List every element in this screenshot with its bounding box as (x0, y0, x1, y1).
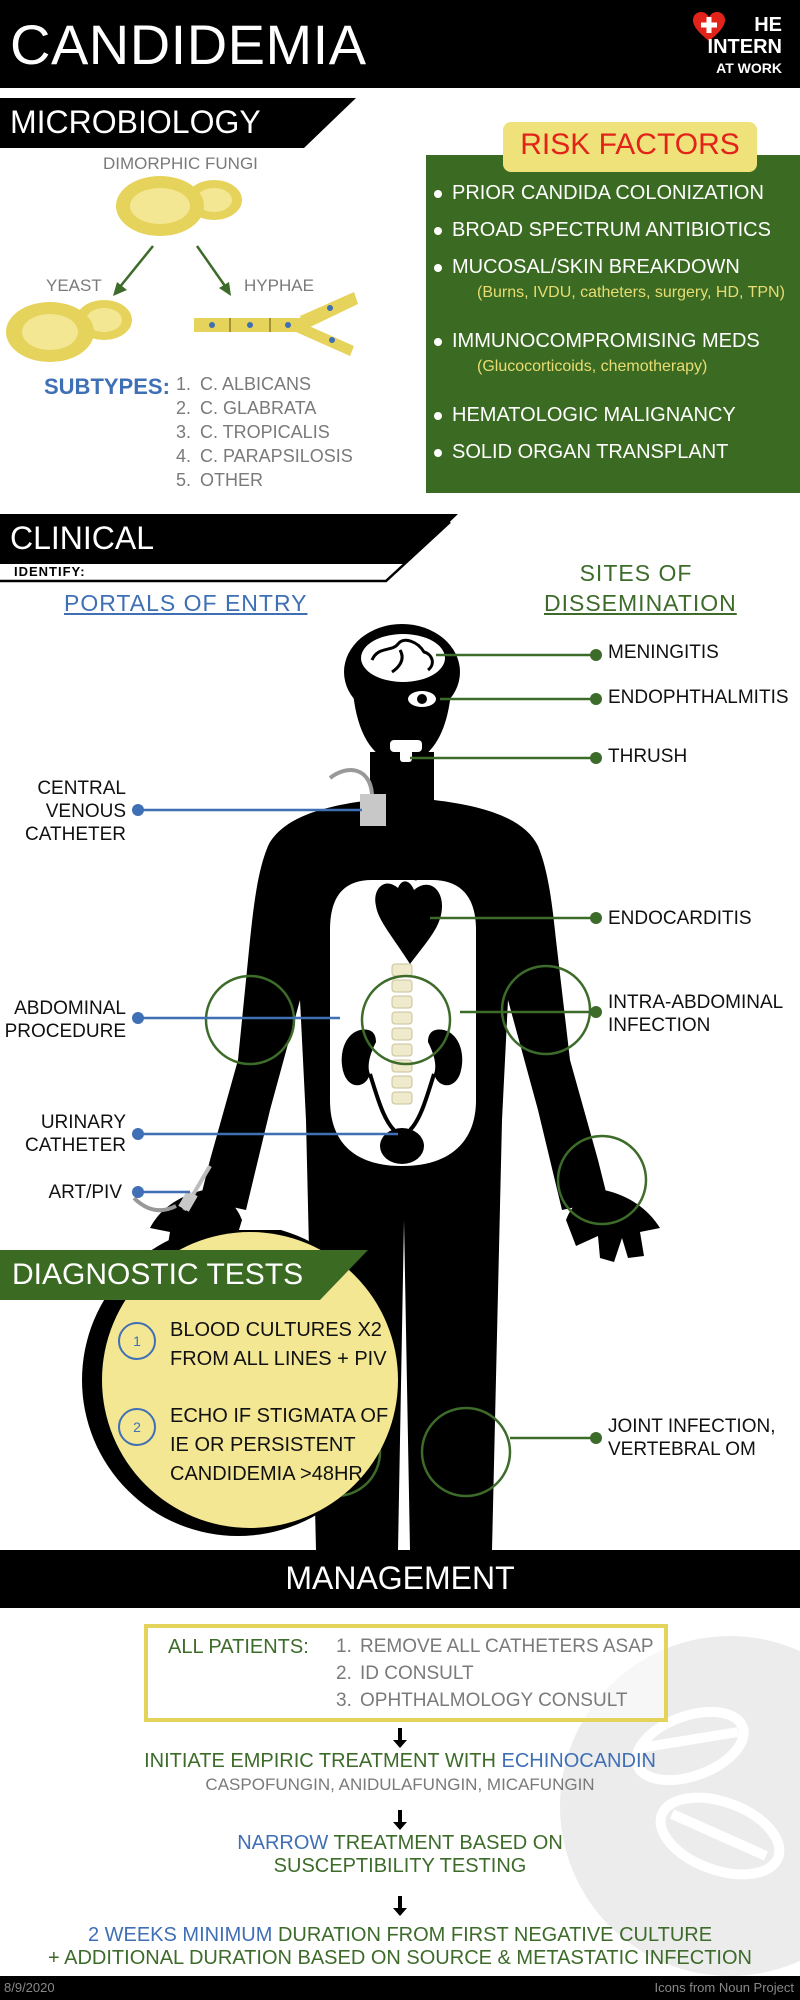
empiric-treatment-line: INITIATE EMPIRIC TREATMENT WITH ECHINOCA… (0, 1750, 800, 1773)
flow-arrow-icon (393, 1728, 407, 1748)
header-bar (0, 0, 800, 88)
subtype-num-5: 5. (176, 470, 192, 490)
site-joint-line-2: VERTEBRAL OM (608, 1439, 756, 1460)
empiric-prefix: INITIATE EMPIRIC TREATMENT WITH (144, 1750, 496, 1772)
subtype-item: C. GLABRATA (200, 398, 317, 418)
risk-factor-item: BROAD SPECTRUM ANTIBIOTICS (434, 219, 771, 241)
site-intra-abdominal-line-2: INFECTION (608, 1015, 711, 1036)
dimorphic-fungi-label: DIMORPHIC FUNGI (103, 154, 258, 173)
logo: HE INTERN AT WORK (688, 10, 788, 78)
portal-abdominal-line-1: ABDOMINAL (14, 998, 126, 1019)
sites-title-line-1: SITES OF (579, 560, 693, 586)
risk-factor-detail: (Glucocorticoids, chemotherapy) (477, 358, 708, 375)
site-joint-line-1: JOINT INFECTION, (608, 1416, 776, 1437)
site-intra-abdominal-line-1: INTRA-ABDOMINAL (608, 992, 784, 1013)
portals-of-entry-title: PORTALS OF ENTRY (64, 590, 308, 616)
narrow-rest: TREATMENT BASED ON (333, 1832, 563, 1854)
hyphae-icon (194, 292, 358, 356)
footer-date: 8/9/2020 (4, 1980, 55, 1995)
portal-urinary-line-2: CATHETER (25, 1135, 126, 1156)
all-patients-item: REMOVE ALL CATHETERS ASAP (360, 1636, 654, 1657)
clinical-title: CLINICAL (10, 520, 155, 556)
subtype-item: C. TROPICALIS (200, 422, 330, 442)
all-patients-num-2: 2. (336, 1663, 352, 1684)
all-patients-item: OPHTHALMOLOGY CONSULT (360, 1690, 628, 1711)
hyphae-label: HYPHAE (244, 276, 314, 295)
subtype-num-2: 2. (176, 398, 192, 418)
diagnostic-test-1-line-1: BLOOD CULTURES X2 (170, 1319, 382, 1341)
diagnostic-title: DIAGNOSTIC TESTS (12, 1258, 304, 1291)
site-endocarditis: ENDOCARDITIS (608, 908, 752, 929)
diagnostic-circle (82, 1230, 398, 1536)
logo-line-3: AT WORK (716, 60, 782, 76)
all-patients-item: ID CONSULT (360, 1663, 474, 1684)
microbiology-banner (0, 98, 356, 148)
site-endophthalmitis: ENDOPHTHALMITIS (608, 687, 789, 708)
duration-minimum: 2 WEEKS MINIMUM (87, 1924, 273, 1946)
portal-cvc-line-1: CENTRAL (37, 778, 126, 799)
diagnostic-test-1-line-2: FROM ALL LINES + PIV (170, 1348, 387, 1370)
risk-factors-pill (503, 122, 757, 172)
footer-bar (0, 1976, 800, 2000)
page-title: CANDIDEMIA (10, 13, 367, 76)
flow-arrow-icon (393, 1810, 407, 1830)
narrow-line-2: SUSCEPTIBILITY TESTING (273, 1855, 527, 1877)
subtype-item: OTHER (200, 470, 263, 490)
subtype-item: C. ALBICANS (200, 374, 312, 394)
duration-line: 2 WEEKS MINIMUM DURATION FROM FIRST NEGA… (0, 1924, 800, 1947)
risk-factor-item: HEMATOLOGIC MALIGNANCY (434, 404, 736, 426)
site-thrush: THRUSH (608, 746, 688, 767)
diagnostic-test-2-line-1: ECHO IF STIGMATA OF (170, 1405, 389, 1427)
diagnostic-banner (0, 1250, 368, 1300)
site-meningitis: MENINGITIS (608, 642, 719, 663)
narrow-treatment-line: NARROW TREATMENT BASED ON (0, 1832, 800, 1855)
all-patients-num-1: 1. (336, 1636, 352, 1657)
clinical-banner (0, 514, 458, 583)
all-patients-num-3: 3. (336, 1690, 352, 1711)
sites-title-line-2: DISSEMINATION (544, 590, 737, 616)
management-title: MANAGEMENT (285, 1560, 515, 1596)
logo-line-2: INTERN (707, 36, 782, 58)
dimorphic-fungi-icon (116, 176, 242, 236)
microbiology-title: MICROBIOLOGY (10, 104, 261, 140)
diagnostic-number-2: 2 (118, 1408, 156, 1446)
diagnostic-test-2-line-3: CANDIDEMIA >48HR (170, 1463, 363, 1485)
empiric-drug: ECHINOCANDIN (501, 1750, 656, 1772)
subtype-num-3: 3. (176, 422, 192, 442)
duration-line-2: + ADDITIONAL DURATION BASED ON SOURCE & … (48, 1947, 752, 1969)
risk-factor-item: SOLID ORGAN TRANSPLANT (433, 441, 729, 463)
risk-factor-detail: (Burns, IVDU, catheters, surgery, HD, TP… (477, 284, 785, 301)
risk-factor-item: MUCOSAL/SKIN BREAKDOWN (434, 256, 740, 278)
portal-urinary-line-1: URINARY (40, 1112, 126, 1133)
diagnostic-number-1: 1 (118, 1322, 156, 1360)
risk-factor-item: IMMUNOCOMPROMISING MEDS (434, 330, 760, 352)
logo-line-1: HE (754, 14, 782, 36)
subtypes-label: SUBTYPES: (44, 374, 170, 399)
risk-factors-title: RISK FACTORS (520, 128, 740, 161)
subtype-num-4: 4. (176, 446, 192, 466)
portal-art-piv: ART/PIV (48, 1182, 122, 1203)
flow-arrow-icon (393, 1896, 407, 1916)
branch-arrows-icon (113, 245, 231, 296)
management-bar (0, 1550, 800, 1608)
duration-rest: DURATION FROM FIRST NEGATIVE CULTURE (277, 1924, 713, 1946)
risk-factors-box (426, 155, 800, 493)
all-patients-box (144, 1624, 668, 1722)
identify-label: IDENTIFY: (14, 564, 86, 579)
yeast-icon (6, 300, 132, 362)
footer-credit: Icons from Noun Project (654, 1980, 794, 1995)
risk-factor-item: PRIOR CANDIDA COLONIZATION (434, 182, 764, 204)
portal-abdominal-line-2: PROCEDURE (4, 1021, 126, 1042)
empiric-examples: CASPOFUNGIN, ANIDULAFUNGIN, MICAFUNGIN (205, 1775, 595, 1794)
narrow-word: NARROW (237, 1832, 329, 1854)
yeast-label: YEAST (46, 276, 102, 295)
all-patients-label: ALL PATIENTS: (168, 1636, 309, 1658)
heart-cross-icon (693, 12, 725, 41)
subtype-item: C. PARAPSILOSIS (200, 446, 353, 466)
diagnostic-test-2-line-2: IE OR PERSISTENT (170, 1434, 356, 1456)
portal-cvc-line-3: CATHETER (25, 824, 126, 845)
subtype-num-1: 1. (176, 374, 192, 394)
portal-cvc-line-2: VENOUS (45, 801, 126, 822)
